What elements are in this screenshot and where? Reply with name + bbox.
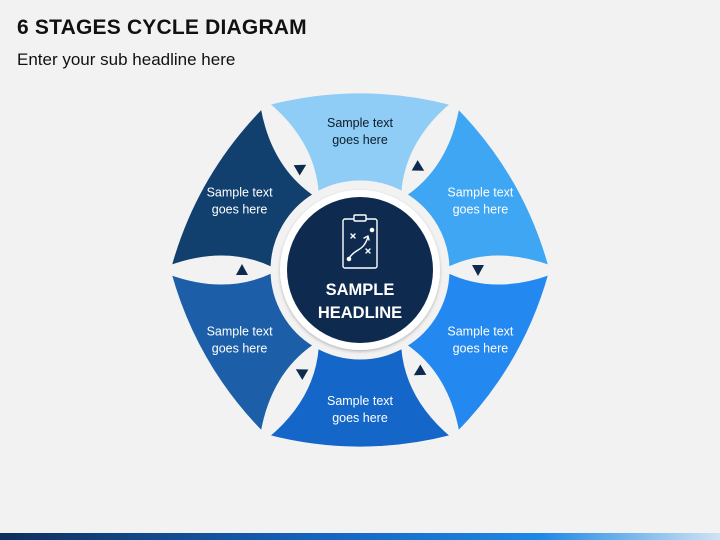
stage-petal-3 bbox=[402, 269, 553, 437]
center-disc bbox=[287, 197, 433, 343]
center-headline-line2: HEADLINE bbox=[318, 304, 402, 322]
stage-6-text-line2: goes here bbox=[212, 203, 268, 217]
cycle-arrow-2 bbox=[472, 265, 484, 276]
cycle-arrows bbox=[236, 160, 484, 380]
stage-2-text-line2: goes here bbox=[453, 203, 509, 217]
cycle-arrow-6 bbox=[293, 164, 307, 176]
center-headline-line1: SAMPLE bbox=[326, 281, 395, 299]
stage-1-text-line1: Sample text bbox=[327, 116, 394, 130]
stage-1-text-line2: goes here bbox=[332, 133, 388, 147]
cycle-arrow-5 bbox=[236, 264, 248, 275]
stage-5-text-line2: goes here bbox=[212, 342, 268, 356]
footer-gradient-bar bbox=[0, 533, 720, 540]
stage-petals bbox=[167, 90, 553, 450]
stage-3-text-line2: goes here bbox=[453, 342, 509, 356]
slide-subtitle: Enter your sub headline here bbox=[17, 50, 236, 69]
stage-petal-2 bbox=[402, 103, 553, 271]
stage-petal-4 bbox=[264, 344, 456, 450]
slide-title: 6 STAGES CYCLE DIAGRAM bbox=[17, 16, 307, 39]
cycle-arrow-1 bbox=[411, 160, 425, 171]
strategy-clipboard-icon bbox=[342, 214, 378, 269]
stage-petal-5 bbox=[167, 269, 318, 437]
stage-petal-1 bbox=[264, 90, 456, 196]
cycle-arrow-4 bbox=[295, 369, 309, 380]
cycle-arrow-3 bbox=[413, 364, 427, 376]
stage-4-text-line2: goes here bbox=[332, 411, 388, 425]
stage-2-text-line1: Sample text bbox=[447, 186, 514, 200]
stage-3-text-line1: Sample text bbox=[447, 325, 514, 339]
stage-5-text-line1: Sample text bbox=[207, 325, 274, 339]
stage-4-text-line1: Sample text bbox=[327, 394, 394, 408]
stage-petal-6 bbox=[167, 103, 318, 271]
stage-6-text-line1: Sample text bbox=[207, 186, 274, 200]
